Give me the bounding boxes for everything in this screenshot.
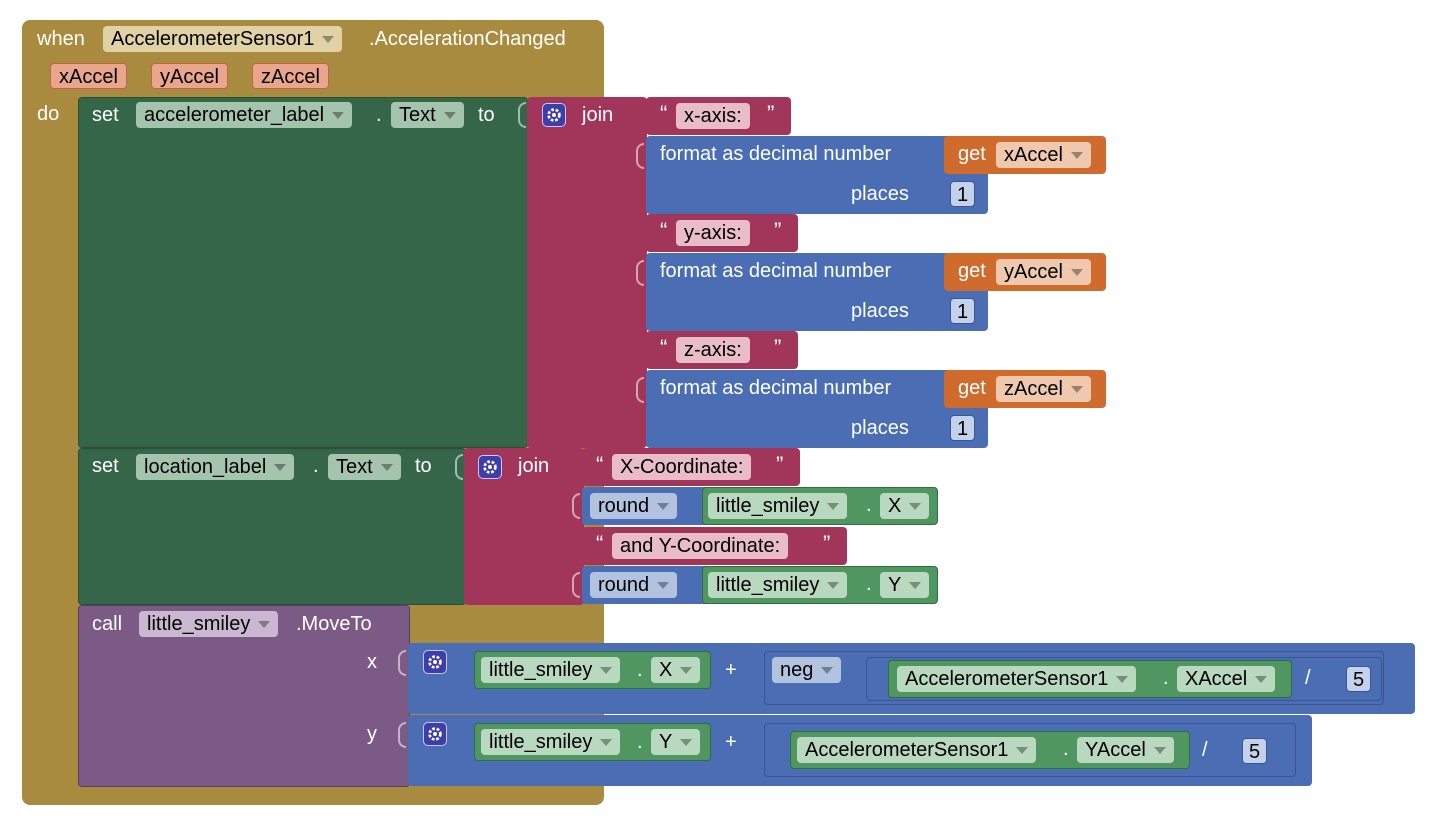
text-z-axis[interactable]: z-axis: [676, 337, 750, 363]
quote-open: “ [596, 452, 604, 477]
set2-property-dropdown[interactable]: Text [328, 454, 401, 480]
format-x-socket-notch [636, 143, 644, 169]
set-label: set [92, 104, 119, 126]
set2-component-dropdown[interactable]: location_label [136, 454, 295, 480]
join2-socket-notch [455, 454, 463, 480]
sensor-x-property-dropdown[interactable]: XAccel [1177, 666, 1276, 692]
sensor-x-dot: . [1163, 667, 1169, 689]
quote-close: ” [767, 101, 775, 126]
text-x-coordinate[interactable]: X-Coordinate: [612, 454, 752, 480]
divisor-y[interactable]: 5 [1242, 738, 1268, 764]
smiley-x-dot: . [866, 494, 872, 516]
set1-component-dropdown[interactable]: accelerometer_label [136, 102, 353, 128]
divide-operator-y: / [1202, 739, 1208, 761]
sensor-y-property-dropdown[interactable]: YAccel [1077, 737, 1174, 763]
param-yaccel[interactable]: yAccel [151, 63, 228, 89]
set1-dot: . [376, 104, 382, 126]
format-y-socket-notch [636, 260, 644, 286]
smiley-y2-component-dropdown[interactable]: little_smiley [481, 729, 621, 755]
mutator-gear-icon[interactable] [542, 103, 566, 127]
smiley-x2-property-dropdown[interactable]: X [651, 657, 701, 683]
event-name-label: .AccelerationChanged [369, 28, 566, 50]
add-x-socket-notch [398, 650, 406, 676]
y-arg-label: y [367, 723, 377, 745]
round-x-socket-notch [572, 493, 580, 519]
join1-socket-notch [518, 102, 526, 128]
join1-label: join [582, 104, 614, 126]
set2-dot: . [313, 455, 319, 477]
format-decimal-label: format as decimal number [660, 260, 892, 282]
sensor-y-component-dropdown[interactable]: AccelerometerSensor1 [797, 737, 1037, 763]
quote-open: “ [660, 335, 668, 360]
quote-close: ” [823, 531, 831, 556]
mutator-gear-icon[interactable] [423, 722, 447, 746]
smiley-y-property-dropdown[interactable]: Y [880, 572, 930, 598]
set-label: set [92, 455, 119, 477]
quote-open: “ [596, 531, 604, 556]
get-label: get [958, 260, 986, 282]
param-zaccel[interactable]: zAccel [252, 63, 329, 89]
smiley-x-component-dropdown[interactable]: little_smiley [708, 493, 848, 519]
smiley-x-property-dropdown[interactable]: X [880, 493, 930, 519]
call-method-label: .MoveTo [296, 613, 372, 635]
places-label: places [851, 183, 909, 205]
plus-operator-x: + [725, 659, 737, 681]
places-number-x[interactable]: 1 [950, 181, 976, 207]
format-decimal-label: format as decimal number [660, 143, 892, 165]
smiley-y-component-dropdown[interactable]: little_smiley [708, 572, 848, 598]
join2-label: join [518, 455, 550, 477]
plus-operator-y: + [725, 731, 737, 753]
set1-property-dropdown[interactable]: Text [391, 102, 464, 128]
quote-open: “ [660, 218, 668, 243]
mutator-gear-icon[interactable] [423, 650, 447, 674]
format-decimal-block-x[interactable] [646, 136, 988, 214]
quote-open: “ [660, 101, 668, 126]
sensor-y-dot: . [1063, 738, 1069, 760]
quote-close: ” [774, 335, 782, 360]
text-and-y-coordinate[interactable]: and Y-Coordinate: [612, 533, 789, 559]
format-decimal-label: format as decimal number [660, 377, 892, 399]
divisor-x[interactable]: 5 [1346, 666, 1372, 692]
get-xaccel-dropdown[interactable]: xAccel [996, 142, 1091, 168]
smiley-y2-property-dropdown[interactable]: Y [651, 729, 701, 755]
divide-operator-x: / [1305, 667, 1311, 689]
add-y-socket-notch [398, 722, 406, 748]
round-y-socket-notch [572, 572, 580, 598]
format-z-socket-notch [636, 377, 644, 403]
neg-dropdown[interactable]: neg [772, 657, 842, 683]
set1-to-label: to [478, 104, 495, 126]
places-number-y[interactable]: 1 [950, 298, 976, 324]
format-decimal-block-y[interactable] [646, 253, 988, 331]
get-label: get [958, 143, 986, 165]
text-x-axis[interactable]: x-axis: [676, 103, 750, 129]
smiley-x2-dot: . [637, 659, 643, 681]
format-decimal-block-z[interactable] [646, 370, 988, 448]
join-block-1[interactable] [527, 97, 647, 448]
get-yaccel-dropdown[interactable]: yAccel [996, 259, 1091, 285]
set2-to-label: to [415, 455, 432, 477]
text-y-axis[interactable]: y-axis: [676, 220, 750, 246]
set-accelerometer-label-block[interactable] [78, 97, 528, 448]
when-label: when [37, 28, 85, 50]
smiley-y2-dot: . [637, 731, 643, 753]
mutator-gear-icon[interactable] [478, 455, 502, 479]
do-label: do [37, 103, 60, 125]
param-xaccel[interactable]: xAccel [50, 63, 127, 89]
x-arg-label: x [367, 651, 377, 673]
get-label: get [958, 377, 986, 399]
call-component-dropdown[interactable]: little_smiley [139, 611, 279, 637]
smiley-x2-component-dropdown[interactable]: little_smiley [481, 657, 621, 683]
places-label: places [851, 417, 909, 439]
places-number-z[interactable]: 1 [950, 415, 976, 441]
event-component-dropdown[interactable]: AccelerometerSensor1 [103, 26, 343, 52]
sensor-x-component-dropdown[interactable]: AccelerometerSensor1 [897, 666, 1137, 692]
places-label: places [851, 300, 909, 322]
quote-close: ” [774, 218, 782, 243]
get-zaccel-dropdown[interactable]: zAccel [996, 376, 1091, 402]
round-y-dropdown[interactable]: round [590, 572, 678, 598]
call-label: call [92, 613, 123, 635]
quote-close: ” [776, 452, 784, 477]
smiley-y-dot: . [866, 573, 872, 595]
round-x-dropdown[interactable]: round [590, 493, 678, 519]
